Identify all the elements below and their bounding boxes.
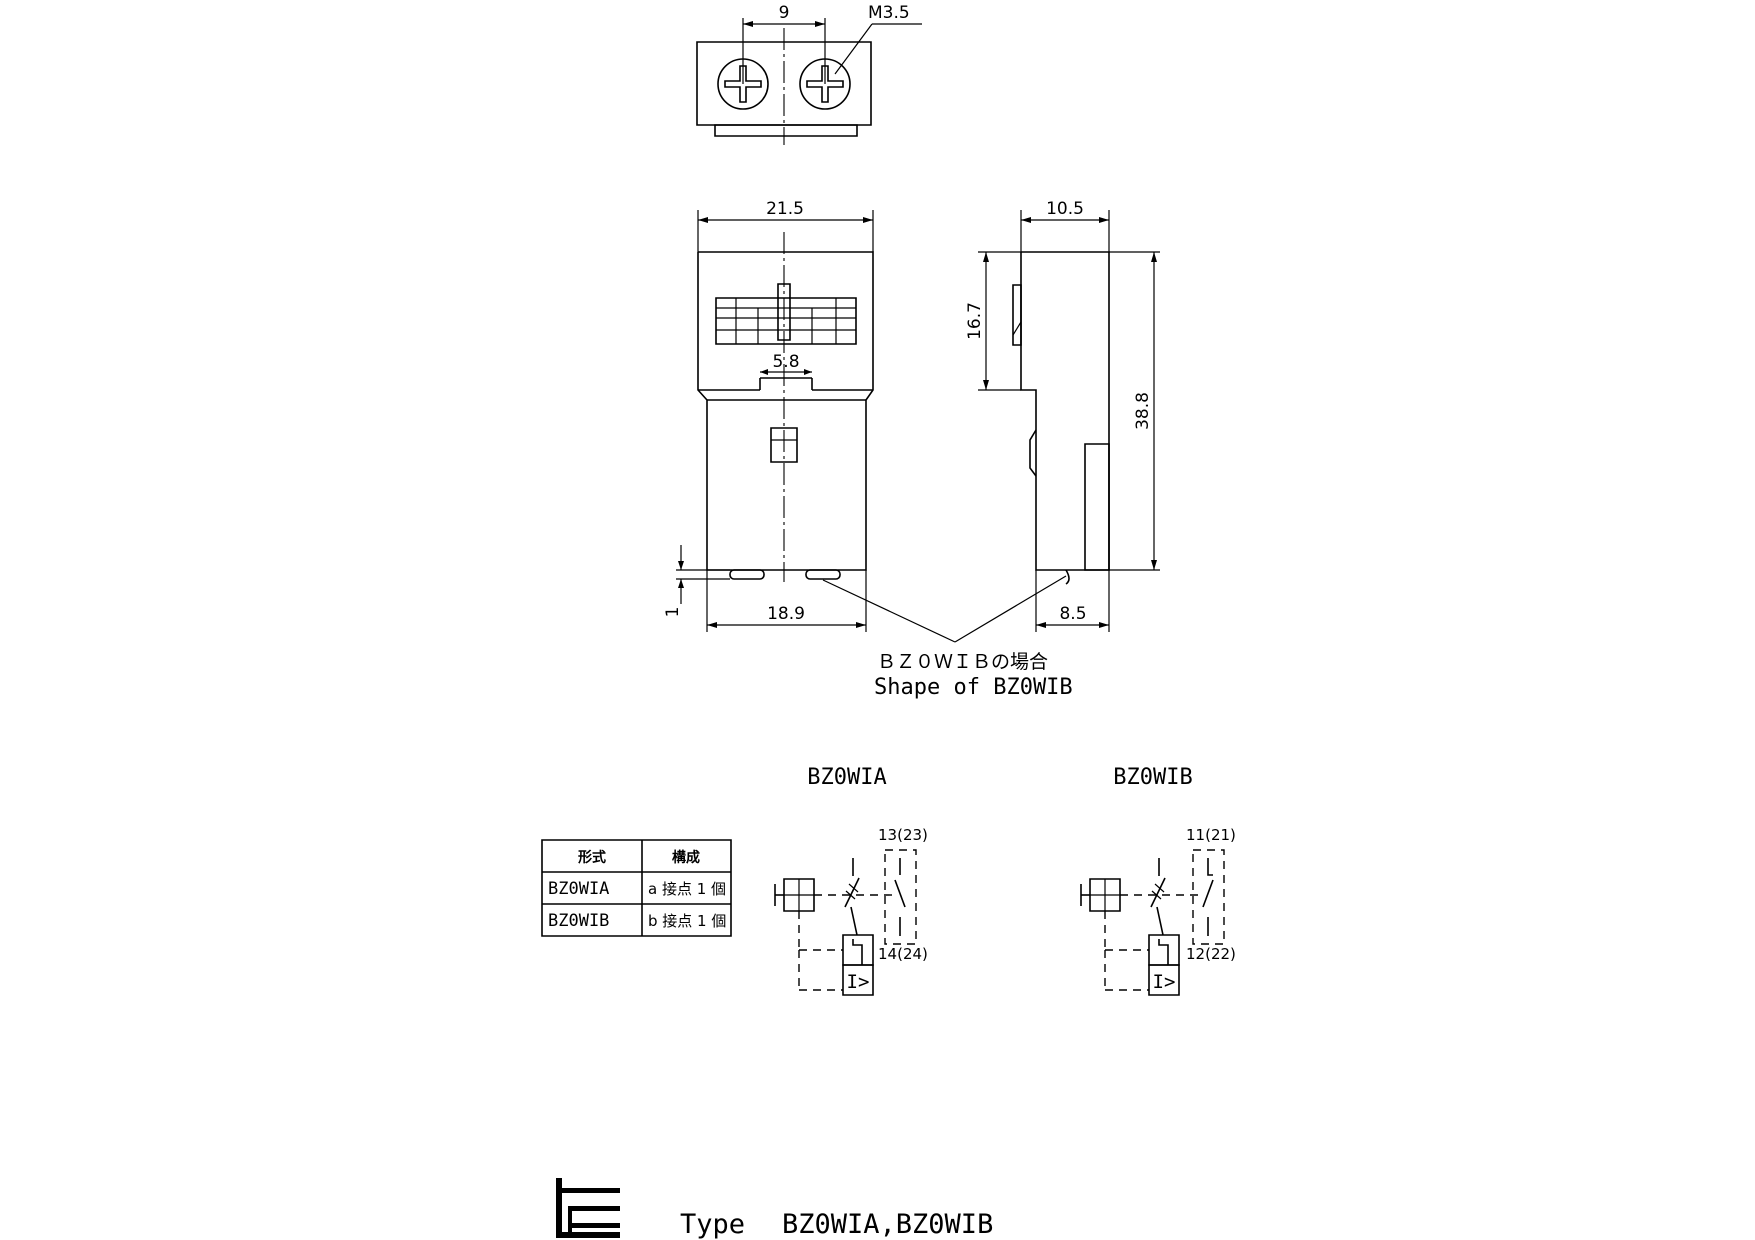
dim-upper-height: 16.7 xyxy=(965,302,985,340)
table-cell-r2-config: b 接点 1 個 xyxy=(648,912,726,930)
schematic-bz0wia: BZ0WIA I> 13(23) 14(24) xyxy=(775,765,928,995)
top-view: 9 M3.5 xyxy=(697,3,922,145)
dim-screw-size: M3.5 xyxy=(868,3,910,23)
table-header-config: 構成 xyxy=(672,849,700,866)
schematic-a-title: BZ0WIA xyxy=(807,765,886,790)
schematic-bz0wib: BZ0WIB I> 11(21) 12(22) xyxy=(1081,765,1236,995)
front-view: 21.5 5.8 18.9 1 xyxy=(663,199,873,632)
side-view: 10.5 16.7 38.8 8.5 xyxy=(965,199,1160,632)
dim-side-bottom-depth: 8.5 xyxy=(1059,604,1086,624)
callout-jp: ＢＺ０ＷＩＢの場合 xyxy=(877,651,1048,673)
terminal-b-bottom: 12(22) xyxy=(1186,945,1236,963)
footer-type-label: Type xyxy=(680,1209,745,1240)
footer: Type BZ0WIA,BZ0WIB xyxy=(556,1178,993,1240)
config-table: 形式 構成 BZ0WIA a 接点 1 個 BZ0WIB b 接点 1 個 xyxy=(542,840,731,936)
schematic-b-title: BZ0WIB xyxy=(1113,765,1192,790)
callout-en: Shape of BZ0WIB xyxy=(874,675,1073,700)
table-cell-r1-type: BZ0WIA xyxy=(548,879,609,899)
company-logo-icon xyxy=(556,1178,620,1238)
dim-bottom-width: 18.9 xyxy=(767,604,805,624)
relay-symbol-b: I> xyxy=(1153,971,1176,993)
relay-symbol-a: I> xyxy=(847,971,870,993)
footer-models: BZ0WIA,BZ0WIB xyxy=(782,1209,993,1240)
dim-protrusion: 1 xyxy=(663,607,683,618)
dim-screw-pitch: 9 xyxy=(779,3,790,23)
table-cell-r1-config: a 接点 1 個 xyxy=(648,880,726,898)
table-header-type: 形式 xyxy=(578,849,606,866)
dim-side-depth: 10.5 xyxy=(1046,199,1084,219)
dim-total-height: 38.8 xyxy=(1133,392,1153,430)
callout: ＢＺ０ＷＩＢの場合 Shape of BZ0WIB xyxy=(823,576,1073,700)
terminal-a-bottom: 14(24) xyxy=(878,945,928,963)
dim-front-width: 21.5 xyxy=(766,199,804,219)
table-cell-r2-type: BZ0WIB xyxy=(548,911,609,931)
terminal-b-top: 11(21) xyxy=(1186,826,1236,844)
terminal-a-top: 13(23) xyxy=(878,826,928,844)
dim-slot-width: 5.8 xyxy=(772,352,799,372)
